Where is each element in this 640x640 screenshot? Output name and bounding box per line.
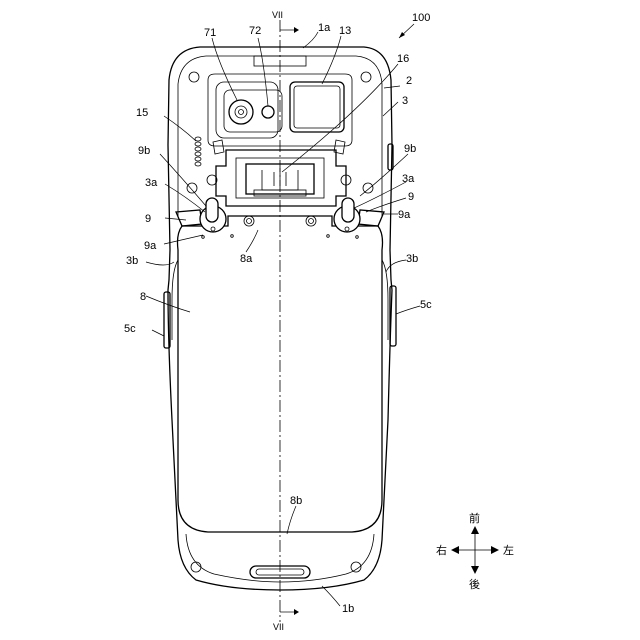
arrow-down-icon [471,566,479,574]
ref-label-3a-right: 3a [402,173,415,185]
ref-label-1a: 1a [318,22,331,34]
compass-right-label: 右 [436,543,447,557]
ref-label-9b-left: 9b [138,145,150,157]
window-13 [290,82,344,132]
ref-label-9b-right: 9b [404,143,416,155]
compass-back-label: 後 [469,577,480,591]
ref-label-1b: 1b [342,603,354,615]
ref-label-8a: 8a [240,253,253,265]
ref-label-5c-left: 5c [124,323,136,335]
camera-lens-71 [229,100,253,124]
ref-label-5c-right: 5c [420,299,432,311]
compass-left-label: 左 [503,544,514,557]
compass-front-label: 前 [469,511,480,525]
ref-label-2: 2 [406,75,412,87]
arrow-left-icon [451,546,459,554]
ref-label-72: 72 [249,25,261,37]
ref-label-9a-right: 9a [398,209,411,221]
arrow-up-icon [471,526,479,534]
ref-label-9-right: 9 [408,191,414,203]
ref-label-3b-right: 3b [406,253,418,265]
camera-module [224,90,282,132]
latch-guides [213,140,345,154]
ref-label-9-left: 9 [145,213,151,225]
ref-label-71: 71 [204,27,216,39]
leader-lines [146,24,420,606]
ref-label-8: 8 [140,291,146,303]
ref-label-15: 15 [136,107,148,119]
ref-label-3b-left: 3b [126,255,138,267]
ref-label-8b: 8b [290,495,302,507]
ref-label-9a-left: 9a [144,240,157,252]
camera-flash-72 [262,106,274,118]
section-label-top: VII [272,10,283,20]
latch-9-right [327,198,384,238]
ref-label-3a-left: 3a [145,177,158,189]
direction-compass: 前 後 右 左 [436,511,514,591]
section-label-bottom: VII [273,622,284,632]
speaker-holes-15 [195,137,201,166]
figure-number-label: 100 [412,12,430,24]
ref-label-13: 13 [339,25,351,37]
ref-label-3: 3 [402,95,408,107]
ref-label-16: 16 [397,53,409,65]
connector-16 [216,150,346,206]
arrow-right-icon [491,546,499,554]
